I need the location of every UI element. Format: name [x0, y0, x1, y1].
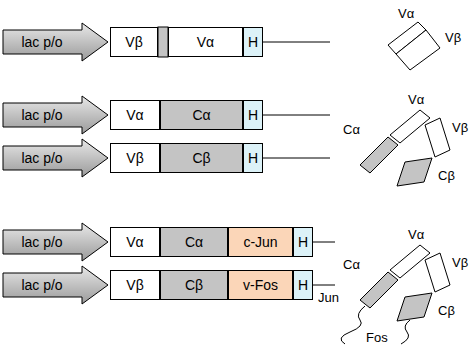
variable-domain-box: Vβ	[110, 143, 160, 173]
variable-domain-box: Vα	[110, 100, 160, 130]
construct-label: Vα	[197, 34, 214, 50]
construct-label: Vα	[126, 107, 143, 123]
his-tag-box: H	[243, 100, 263, 130]
variable-domain-box: Vβ	[110, 27, 158, 57]
promoter-arrow: lac p/o	[2, 138, 110, 178]
domain-label: Vβ	[452, 120, 468, 135]
promoter-arrow: lac p/o	[2, 265, 110, 305]
constant-domain-box: Cα	[160, 100, 243, 130]
variable-domain-box: Vα	[168, 27, 243, 57]
construct-label: Cα	[192, 107, 210, 123]
domain-label: Cβ	[438, 303, 455, 318]
domain-label: Vα	[408, 227, 424, 242]
construct-label: H	[248, 150, 258, 166]
construct-label: Cβ	[185, 277, 203, 293]
domain-label: Vβ	[445, 30, 461, 45]
domain-label: Jun	[318, 290, 339, 305]
construct-label: H	[248, 34, 258, 50]
domain-label: Cα	[343, 257, 360, 272]
his-tag-box: H	[293, 227, 313, 257]
construct-label: Vα	[126, 234, 143, 250]
construct-label: v-Fos	[243, 277, 278, 293]
promoter-arrow: lac p/o	[2, 222, 110, 262]
leucine-zipper-box: c-Jun	[228, 227, 293, 257]
domain-label: Vβ	[452, 255, 468, 270]
construct-label: Vβ	[125, 34, 142, 50]
construct-label: Cα	[185, 234, 203, 250]
constant-domain-box: Cβ	[160, 270, 228, 300]
promoter-arrow: lac p/o	[2, 22, 110, 62]
construct-label: H	[298, 234, 308, 250]
domain-label: Vα	[398, 6, 414, 21]
domain-label: Fos	[366, 330, 388, 345]
domain-label: Cα	[343, 122, 360, 137]
variable-domain-box: Vα	[110, 227, 160, 257]
construct-label: lac p/o	[2, 95, 82, 135]
construct-label: Cβ	[192, 150, 210, 166]
construct-label: Vβ	[126, 150, 143, 166]
his-tag-box: H	[243, 27, 263, 57]
constant-domain-box: Cα	[160, 227, 228, 257]
domain-label: Vα	[408, 92, 424, 107]
variable-domain-box: Vβ	[110, 270, 160, 300]
his-tag-box: H	[243, 143, 263, 173]
constant-domain-box: Cβ	[160, 143, 243, 173]
construct-label: lac p/o	[2, 222, 82, 262]
domain-label: Cβ	[438, 168, 455, 183]
construct-label: lac p/o	[2, 265, 82, 305]
his-tag-box: H	[293, 270, 313, 300]
construct-label: H	[248, 107, 258, 123]
construct-label: Vβ	[126, 277, 143, 293]
promoter-arrow: lac p/o	[2, 95, 110, 135]
leucine-zipper-box: v-Fos	[228, 270, 293, 300]
construct-label: c-Jun	[243, 234, 277, 250]
construct-label: lac p/o	[2, 138, 82, 178]
construct-label: H	[298, 277, 308, 293]
construct-label: lac p/o	[2, 22, 82, 62]
